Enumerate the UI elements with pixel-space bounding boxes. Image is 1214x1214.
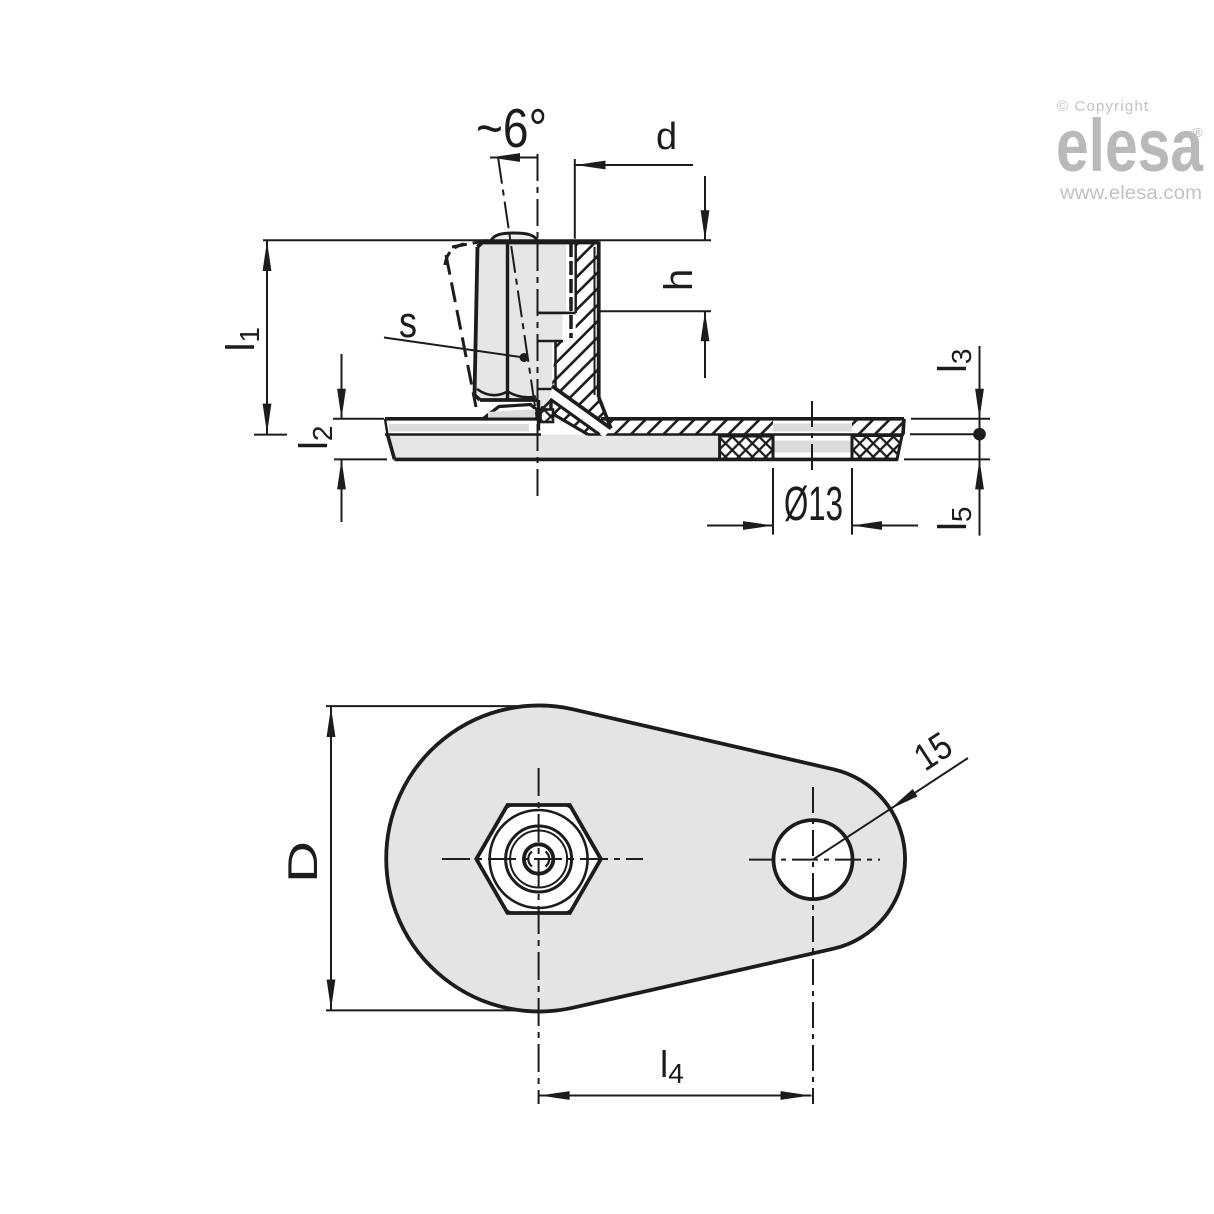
svg-text:~6°: ~6° [476,97,547,159]
svg-text:Ø13: Ø13 [784,478,843,531]
svg-text:15: 15 [907,725,960,780]
svg-text:®: ® [1193,125,1203,140]
svg-text:l3: l3 [931,349,977,373]
svg-text:s: s [399,298,417,347]
svg-text:l1: l1 [219,327,265,351]
svg-text:elesa: elesa [1056,104,1204,187]
svg-text:l4: l4 [660,1044,684,1089]
svg-text:l2: l2 [292,426,338,450]
svg-text:www.elesa.com: www.elesa.com [1059,183,1202,204]
svg-text:l5: l5 [931,507,977,531]
svg-text:D: D [279,841,326,883]
svg-text:© Copyright: © Copyright [1057,98,1149,115]
svg-text:d: d [656,116,677,158]
svg-text:h: h [657,269,701,291]
